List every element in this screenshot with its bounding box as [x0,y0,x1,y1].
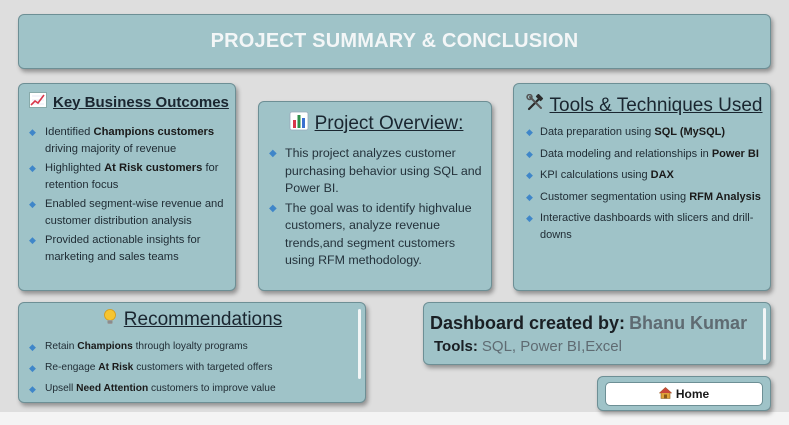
author-name: Bhanu Kumar [629,313,748,333]
title-banner: PROJECT SUMMARY & CONCLUSION [18,14,771,69]
bullet-diamond-icon: ◆ [526,170,533,180]
credits-card: Dashboard created by:Bhanu Kumar Tools:S… [423,302,771,365]
bullet-diamond-icon: ◆ [29,199,36,209]
bullet-diamond-icon: ◆ [29,363,36,373]
recommendations-header: Recommendations [29,308,355,332]
project-overview-card: Project Overview: ◆This project analyzes… [258,101,492,291]
list-item: ◆Data preparation using SQL (MySQL) [526,124,762,141]
bullet-diamond-icon: ◆ [29,163,36,173]
list-item: ◆Re-engage At Risk customers with target… [29,362,273,373]
project-overview-heading: Project Overview: [314,113,464,134]
project-overview-list: ◆This project analyzes customer purchasi… [269,145,483,270]
key-outcomes-header: Key Business Outcomes [29,92,229,112]
recommendations-scrollbar[interactable] [358,309,361,379]
recommendations-list: ◆Retain Champions through loyalty progra… [29,340,355,396]
list-item: ◆The goal was to identify highvalue cust… [269,200,472,268]
key-outcomes-list: ◆Identified Champions customers driving … [29,124,227,265]
recommendations-card: Recommendations ◆Retain Champions throug… [18,302,366,403]
hammer-wrench-icon [525,93,544,118]
bullet-diamond-icon: ◆ [269,202,277,214]
bullet-diamond-icon: ◆ [269,148,277,159]
chart-increasing-icon [29,92,47,112]
tools-value: SQL, Power BI,Excel [481,338,622,355]
page-footer-strip [0,412,789,425]
bullet-diamond-icon: ◆ [29,127,36,137]
list-item: ◆Provided actionable insights for market… [29,234,201,263]
lightbulb-icon [102,308,118,332]
tools-techniques-header: Tools & Techniques Used [525,93,763,118]
key-outcomes-card: Key Business Outcomes ◆Identified Champi… [18,83,236,291]
list-item: ◆Retain Champions through loyalty progra… [29,341,248,352]
bar-chart-icon [289,111,309,137]
bullet-diamond-icon: ◆ [526,127,533,137]
house-icon [658,386,673,402]
tools-techniques-card: Tools & Techniques Used ◆Data preparatio… [513,83,771,291]
project-overview-header: Project Overview: [269,111,483,137]
list-item: ◆Data modeling and relationships in Powe… [526,146,762,163]
bullet-diamond-icon: ◆ [526,148,533,159]
recommendations-heading: Recommendations [123,309,283,330]
list-item: ◆Identified Champions customers driving … [29,126,215,155]
list-item: ◆Upsell Need Attention customers to impr… [29,383,276,394]
home-button[interactable]: Home [605,382,763,406]
credits-tools-line: Tools:SQL, Power BI,Excel [434,338,622,355]
page-title: PROJECT SUMMARY & CONCLUSION [210,30,579,52]
list-item: ◆This project analyzes customer purchasi… [269,146,482,195]
home-button-container: Home [597,376,771,411]
list-item: ◆Highlighted At Risk customers for reten… [29,162,219,191]
home-button-label: Home [675,387,710,401]
list-item: ◆Interactive dashboards with slicers and… [526,212,754,241]
key-outcomes-heading: Key Business Outcomes [53,93,229,111]
bullet-diamond-icon: ◆ [526,213,533,223]
bullet-diamond-icon: ◆ [29,384,36,394]
credits-author-line: Dashboard created by:Bhanu Kumar [430,313,748,333]
bullet-diamond-icon: ◆ [29,342,36,352]
tools-techniques-heading: Tools & Techniques Used [549,95,763,116]
bullet-diamond-icon: ◆ [526,191,533,202]
credits-scrollbar[interactable] [763,308,766,360]
list-item: ◆Customer segmentation using RFM Analysi… [526,189,762,206]
tools-techniques-list: ◆Data preparation using SQL (MySQL) ◆Dat… [526,124,762,243]
list-item: ◆KPI calculations using DAX [526,167,762,184]
bullet-diamond-icon: ◆ [29,235,36,245]
list-item: ◆Enabled segment-wise revenue and custom… [29,198,224,227]
